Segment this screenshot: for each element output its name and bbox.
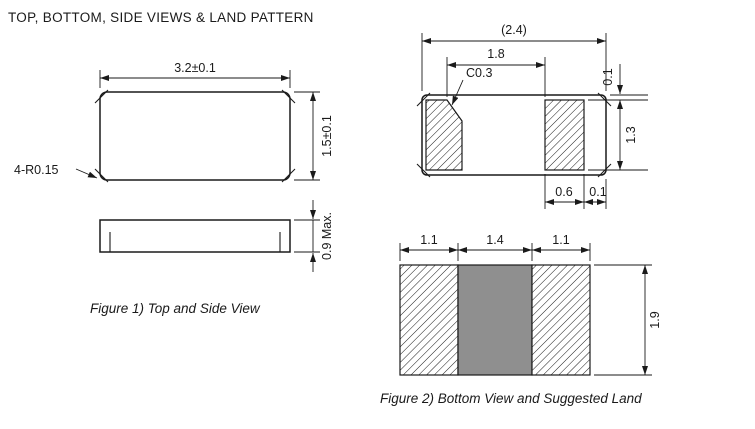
dim-side-view-height: 0.9 Max. <box>320 212 334 260</box>
dim-land-left: 1.1 <box>420 233 437 247</box>
corner-tick <box>281 89 296 104</box>
corner-tick <box>597 163 612 178</box>
overall-width-dimension: (2.4) <box>421 23 607 91</box>
dim-land-right: 1.1 <box>552 233 569 247</box>
side-view-height-dimension: 0.9 Max. <box>294 200 334 272</box>
top-view-height-dimension: 1.5±0.1 <box>294 91 334 181</box>
land-left-pad <box>399 264 459 376</box>
top-view-width-dimension: 3.2±0.1 <box>99 61 291 88</box>
corner-radius-ticks <box>416 92 612 178</box>
bottom-dimensions: 0.6 0.1 <box>544 174 607 209</box>
corner-radius-ticks <box>94 89 296 183</box>
corner-tick <box>597 92 612 107</box>
side-view: 0.9 Max. <box>99 200 334 272</box>
dim-land-center: 1.4 <box>486 233 503 247</box>
top-view: 3.2±0.1 1.5±0.1 4-R0.15 <box>14 61 334 183</box>
left-terminal-pad-hatch <box>425 99 463 171</box>
land-right-pad <box>531 264 591 376</box>
corner-radius-callout: 4-R0.15 <box>14 163 98 179</box>
figure1-caption: Figure 1) Top and Side View <box>90 301 261 316</box>
corner-tick <box>94 89 109 104</box>
dim-top-view-height: 1.5±0.1 <box>320 115 334 157</box>
land-pattern: 1.1 1.4 1.1 1.9 <box>399 233 662 376</box>
figure2-caption: Figure 2) Bottom View and Suggested Land <box>380 391 642 406</box>
dim-overall-width: (2.4) <box>501 23 527 37</box>
corner-tick <box>94 168 109 183</box>
leader-line <box>75 168 98 179</box>
dim-pad-height: 1.3 <box>624 126 638 143</box>
right-side-dimensions: 0.1 1.3 <box>588 64 648 171</box>
chamfer-callout: C0.3 <box>451 66 492 106</box>
corner-tick <box>416 163 431 178</box>
chamfer-note: C0.3 <box>466 66 492 80</box>
right-terminal-pad-hatch <box>544 99 585 171</box>
corner-radius-note: 4-R0.15 <box>14 163 59 177</box>
bottom-view: (2.4) 1.8 C0.3 0.1 1.3 <box>416 23 648 209</box>
land-height-dimension: 1.9 <box>594 264 662 376</box>
corner-tick <box>416 92 431 107</box>
dim-pad-width: 0.6 <box>555 185 572 199</box>
land-width-dimensions: 1.1 1.4 1.1 <box>399 233 591 261</box>
side-view-outline <box>99 219 291 253</box>
page-title: TOP, BOTTOM, SIDE VIEWS & LAND PATTERN <box>8 10 314 25</box>
dim-land-height: 1.9 <box>648 311 662 328</box>
dim-side-gap: 0.1 <box>589 185 606 199</box>
dim-top-view-width: 3.2±0.1 <box>174 61 216 75</box>
top-view-outline <box>99 91 291 181</box>
corner-tick <box>281 168 296 183</box>
leader-line <box>451 79 464 106</box>
dim-top-gap: 0.1 <box>601 68 615 85</box>
pad-span-dimension: 1.8 <box>446 47 546 97</box>
dim-pad-span: 1.8 <box>487 47 504 61</box>
land-center-pad <box>457 264 533 376</box>
